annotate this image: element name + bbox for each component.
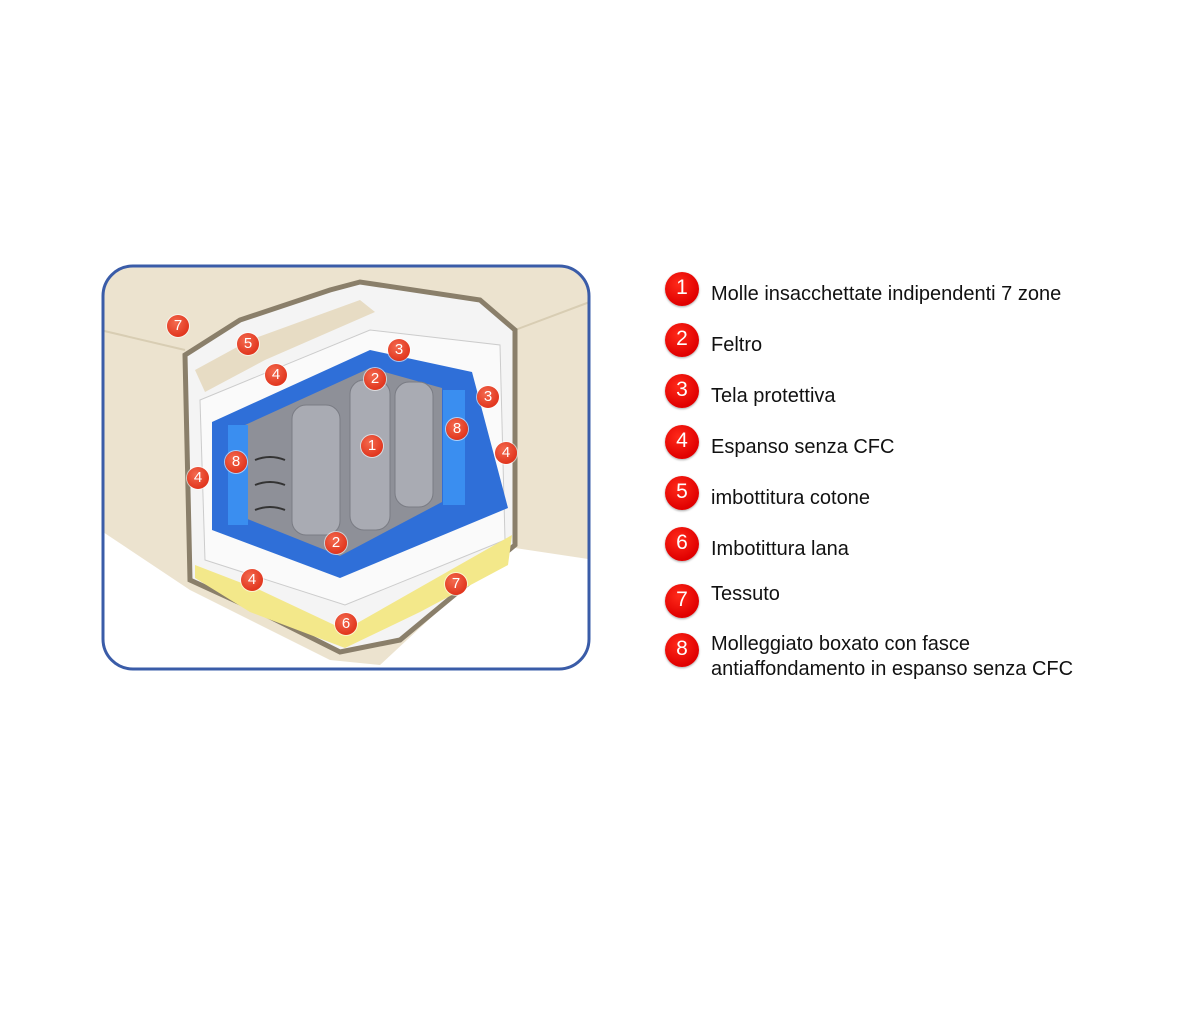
marker-4: 4 — [265, 364, 287, 386]
number-badge: 8 — [665, 633, 699, 667]
number-badge: 6 — [665, 527, 699, 561]
marker-4: 4 — [187, 467, 209, 489]
number-badge: 7 — [665, 584, 699, 618]
yellow-wool-layer — [195, 535, 512, 648]
number-badge: 5 — [665, 476, 699, 510]
legend-label: Feltro — [711, 334, 763, 356]
legend-item: 8 Molleggiato boxato con fasce antiaffond… — [665, 629, 1105, 680]
legend-label: Espanso senza CFC — [711, 436, 895, 458]
marker-8: 8 — [225, 451, 247, 473]
diagram-frame — [101, 264, 591, 671]
foam-side-strip-left — [228, 425, 248, 525]
number-badge: 4 — [665, 425, 699, 459]
pocket-springs — [291, 379, 434, 536]
cotton-layer — [195, 300, 375, 392]
marker-7: 7 — [445, 573, 467, 595]
legend-label: Tela protettiva — [711, 385, 836, 407]
legend: 1 Molle insacchettate indipendenti 7 zone… — [665, 272, 1105, 680]
marker-7: 7 — [167, 315, 189, 337]
legend-item: 7 Tessuto — [665, 578, 1105, 629]
marker-4: 4 — [495, 442, 517, 464]
legend-label: Imbotittura lana — [711, 538, 849, 560]
legend-item: 6 Imbotittura lana — [665, 527, 1105, 578]
number-badge: 1 — [665, 272, 699, 306]
marker-5: 5 — [237, 333, 259, 355]
marker-2: 2 — [364, 368, 386, 390]
legend-label: Tessuto — [711, 583, 780, 605]
marker-3: 3 — [477, 386, 499, 408]
foam-side-strip-right — [443, 390, 465, 505]
legend-item: 2 Feltro — [665, 323, 1105, 374]
legend-item: 5 imbottitura cotone — [665, 476, 1105, 527]
marker-1: 1 — [361, 435, 383, 457]
marker-8: 8 — [446, 418, 468, 440]
legend-item: 1 Molle insacchettate indipendenti 7 zone — [665, 272, 1105, 323]
legend-label: Molleggiato boxato con fasce antiaffonda… — [711, 633, 1074, 680]
number-badge: 3 — [665, 374, 699, 408]
legend-item: 4 Espanso senza CFC — [665, 425, 1105, 476]
marker-2: 2 — [325, 532, 347, 554]
marker-3: 3 — [388, 339, 410, 361]
legend-label: Molle insacchettate indipendenti 7 zone — [711, 283, 1062, 305]
legend-item: 3 Tela protettiva — [665, 374, 1105, 425]
legend-label: imbottitura cotone — [711, 487, 870, 509]
marker-6: 6 — [335, 613, 357, 635]
marker-4: 4 — [241, 569, 263, 591]
number-badge: 2 — [665, 323, 699, 357]
